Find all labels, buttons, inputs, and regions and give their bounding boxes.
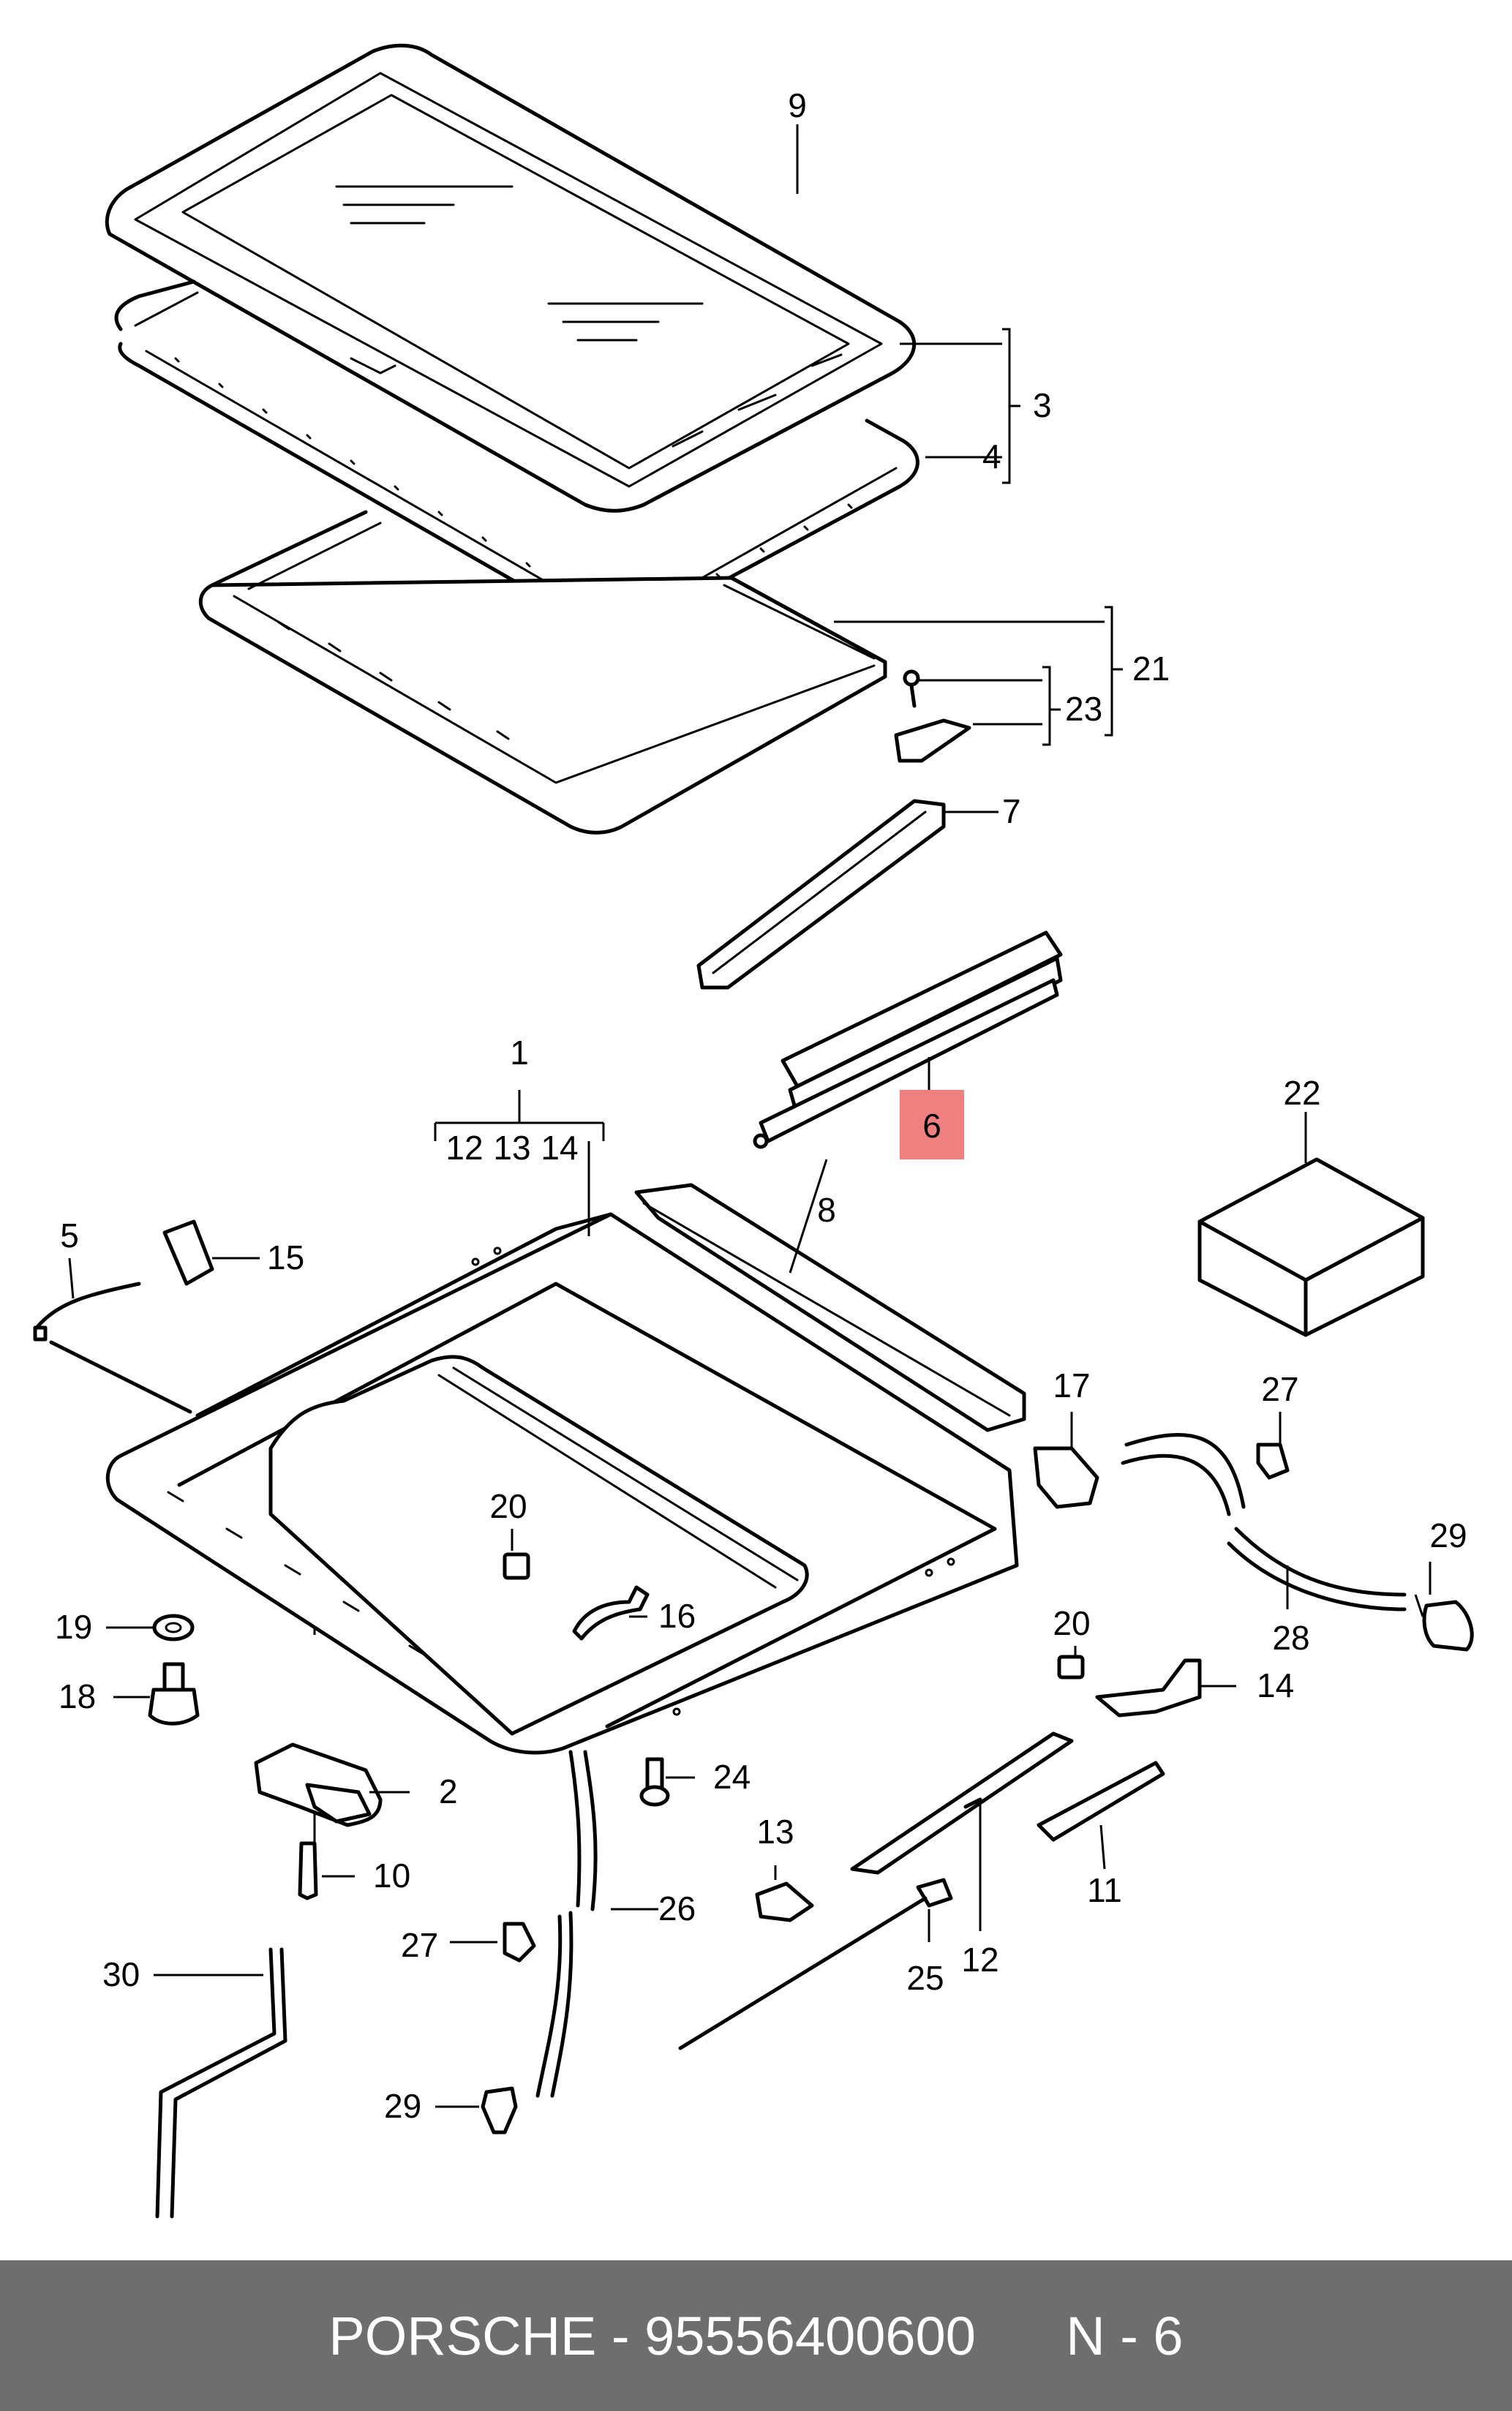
clip-20-right xyxy=(1057,1655,1085,1680)
callout-3: 3 xyxy=(1033,386,1052,424)
sunshade xyxy=(753,930,1063,1149)
callout-9: 9 xyxy=(788,86,807,124)
motor xyxy=(254,1742,383,1827)
main-frame xyxy=(105,1212,1019,1755)
frame xyxy=(198,510,887,835)
callout-18: 18 xyxy=(59,1677,96,1715)
footer-caption: PORSCHE - 95556400600 N - 6 xyxy=(0,2260,1512,2411)
cable-25 xyxy=(678,1878,953,2050)
hose-26 xyxy=(535,1750,598,2098)
callout-30: 30 xyxy=(102,1955,140,1993)
callout-labels: 9 3 4 21 23 7 6 8 22 1 12 13 14 5 15 17 … xyxy=(55,86,1467,2125)
sub-label-12: 12 xyxy=(445,1129,483,1167)
callout-26: 26 xyxy=(658,1889,696,1927)
callout-14: 14 xyxy=(1257,1666,1294,1704)
callout-19: 19 xyxy=(55,1608,92,1646)
callout-15: 15 xyxy=(267,1238,304,1276)
washer xyxy=(152,1614,195,1641)
sub-label-14: 14 xyxy=(541,1129,578,1167)
clip-27-left xyxy=(503,1922,536,1963)
page-reference: N - 6 xyxy=(1066,2305,1184,2366)
mechanism-12 xyxy=(850,1731,1074,1875)
package-box xyxy=(1197,1157,1425,1337)
callout-2: 2 xyxy=(439,1772,458,1810)
callout-20-left: 20 xyxy=(489,1487,527,1525)
callout-29-right: 29 xyxy=(1429,1516,1467,1554)
callout-21: 21 xyxy=(1132,650,1170,688)
callout-12: 12 xyxy=(961,1941,998,1979)
drain-valve-right xyxy=(1422,1600,1474,1652)
gap xyxy=(976,2305,1066,2367)
glass-panel xyxy=(105,43,917,513)
clip-27-right xyxy=(1256,1443,1290,1480)
rear-rail xyxy=(634,1183,1026,1432)
callout-27-right: 27 xyxy=(1261,1370,1298,1408)
connector-17 xyxy=(1033,1446,1099,1509)
tape-15 xyxy=(162,1219,214,1286)
callout-22: 22 xyxy=(1283,1074,1320,1112)
footer-bar: PORSCHE - 95556400600 N - 6 xyxy=(0,2260,1512,2411)
callout-13: 13 xyxy=(756,1813,794,1851)
deflector-rail xyxy=(696,799,946,990)
callout-28: 28 xyxy=(1272,1619,1309,1657)
callout-7: 7 xyxy=(1002,792,1021,830)
bracket-16 xyxy=(572,1585,650,1641)
separator: - xyxy=(596,2305,645,2366)
callout-5: 5 xyxy=(60,1216,79,1255)
rail-11 xyxy=(1037,1761,1165,1842)
callout-24: 24 xyxy=(713,1758,751,1796)
callout-27-left: 27 xyxy=(401,1926,438,1964)
callout-10: 10 xyxy=(373,1857,410,1895)
callout-20-right: 20 xyxy=(1053,1604,1090,1642)
callout-1: 1 xyxy=(510,1034,529,1072)
part-number: 95556400600 xyxy=(644,2305,976,2366)
clip-13 xyxy=(755,1881,814,1922)
leader-lines xyxy=(68,124,1432,2108)
callout-25: 25 xyxy=(906,1959,944,1997)
callout-17: 17 xyxy=(1053,1366,1090,1404)
bolt-24 xyxy=(639,1757,670,1807)
sub-label-13: 13 xyxy=(493,1129,530,1167)
callout-8: 8 xyxy=(817,1191,836,1229)
bolt-18 xyxy=(148,1662,200,1726)
drain-valve-left xyxy=(481,2086,518,2134)
callout-11: 11 xyxy=(1087,1871,1122,1909)
callout-23: 23 xyxy=(1065,690,1102,728)
hose-28 xyxy=(1121,1432,1407,1611)
seal-strip xyxy=(33,1282,192,1414)
bracket xyxy=(894,669,971,763)
brand-name: PORSCHE xyxy=(328,2305,597,2366)
bolt-10 xyxy=(298,1841,318,1900)
guide-14 xyxy=(1095,1658,1202,1718)
clip-20-left xyxy=(503,1552,530,1580)
callout-16: 16 xyxy=(658,1597,696,1635)
callout-6: 6 xyxy=(922,1107,941,1145)
parts-diagram: 9 3 4 21 23 7 6 8 22 1 12 13 14 5 15 17 … xyxy=(33,43,1474,2219)
callout-4: 4 xyxy=(982,437,1001,475)
highlight-box xyxy=(900,1090,964,1159)
callout-29-left: 29 xyxy=(384,2087,421,2125)
crank-handle xyxy=(155,1947,287,2219)
